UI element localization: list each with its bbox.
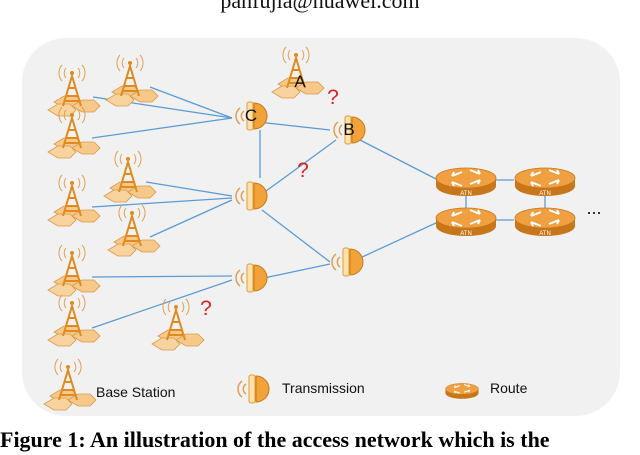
base-station-5 [47,174,101,227]
transmission-3 [331,247,364,277]
base-station-6 [107,204,161,257]
router-label-4: ATN [539,231,551,237]
node-label-a: A [294,72,306,91]
figure-caption: Figure 1: An illustration of the access … [0,427,550,452]
base-station-9 [151,298,205,351]
base-station-2 [105,54,159,107]
network-links [91,86,546,329]
base-station-8 [47,294,101,347]
legend-route-icon [444,382,480,400]
base-station-4 [103,150,157,203]
legend-base-station-label: Base Station [96,384,175,400]
router-label-1: ATN [460,191,472,197]
transmission-4 [235,263,268,293]
legend-transmission-label: Transmission [282,380,365,396]
legend-base-station-icon [43,358,97,411]
question-mark-center: ? [297,159,309,182]
node-label-b: B [343,120,354,139]
legend: Base Station Transmission Route [43,358,528,411]
transmission-2 [235,181,268,211]
author-email: panfujia@huawei.com [220,0,420,13]
legend-route-label: Route [490,380,528,396]
base-station-7 [47,244,101,297]
router-label-3: ATN [460,231,472,237]
question-mark-ab: ? [327,86,339,109]
question-mark-lower: ? [200,297,212,320]
node-label-c: C [245,106,257,125]
router-label-2: ATN [539,191,551,197]
base-station-1 [47,64,101,117]
more-routers-ellipsis: ... [586,198,601,218]
legend-transmission-icon [237,374,270,404]
